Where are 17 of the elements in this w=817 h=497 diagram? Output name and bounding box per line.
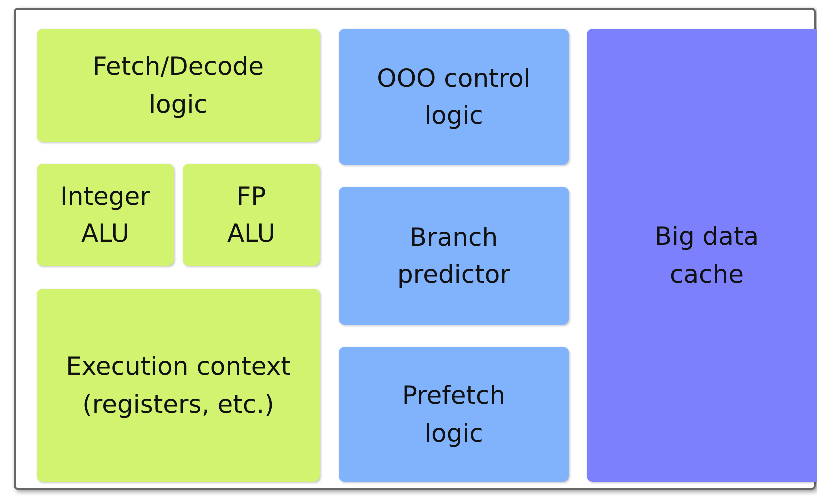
- logic-block: [183, 164, 320, 266]
- logic-block: [37, 164, 174, 266]
- logic-block: [339, 29, 569, 165]
- frame-panel: [14, 8, 816, 490]
- block-label: OOO control logic: [376, 62, 532, 132]
- block-label: Branch predictor: [396, 222, 512, 291]
- block-label: Execution context (registers, etc.): [65, 351, 292, 420]
- block-label: Big data cache: [654, 221, 760, 290]
- logic-block: [37, 29, 320, 142]
- cache-block: [587, 29, 817, 482]
- block-label: Prefetch logic: [401, 380, 507, 450]
- logic-block: [339, 187, 569, 325]
- logic-block: [37, 289, 320, 482]
- logic-block: [339, 347, 569, 482]
- block-label: Fetch/Decode logic: [92, 51, 266, 120]
- block-label: Integer ALU: [60, 180, 152, 250]
- block-label: FP ALU: [226, 180, 277, 250]
